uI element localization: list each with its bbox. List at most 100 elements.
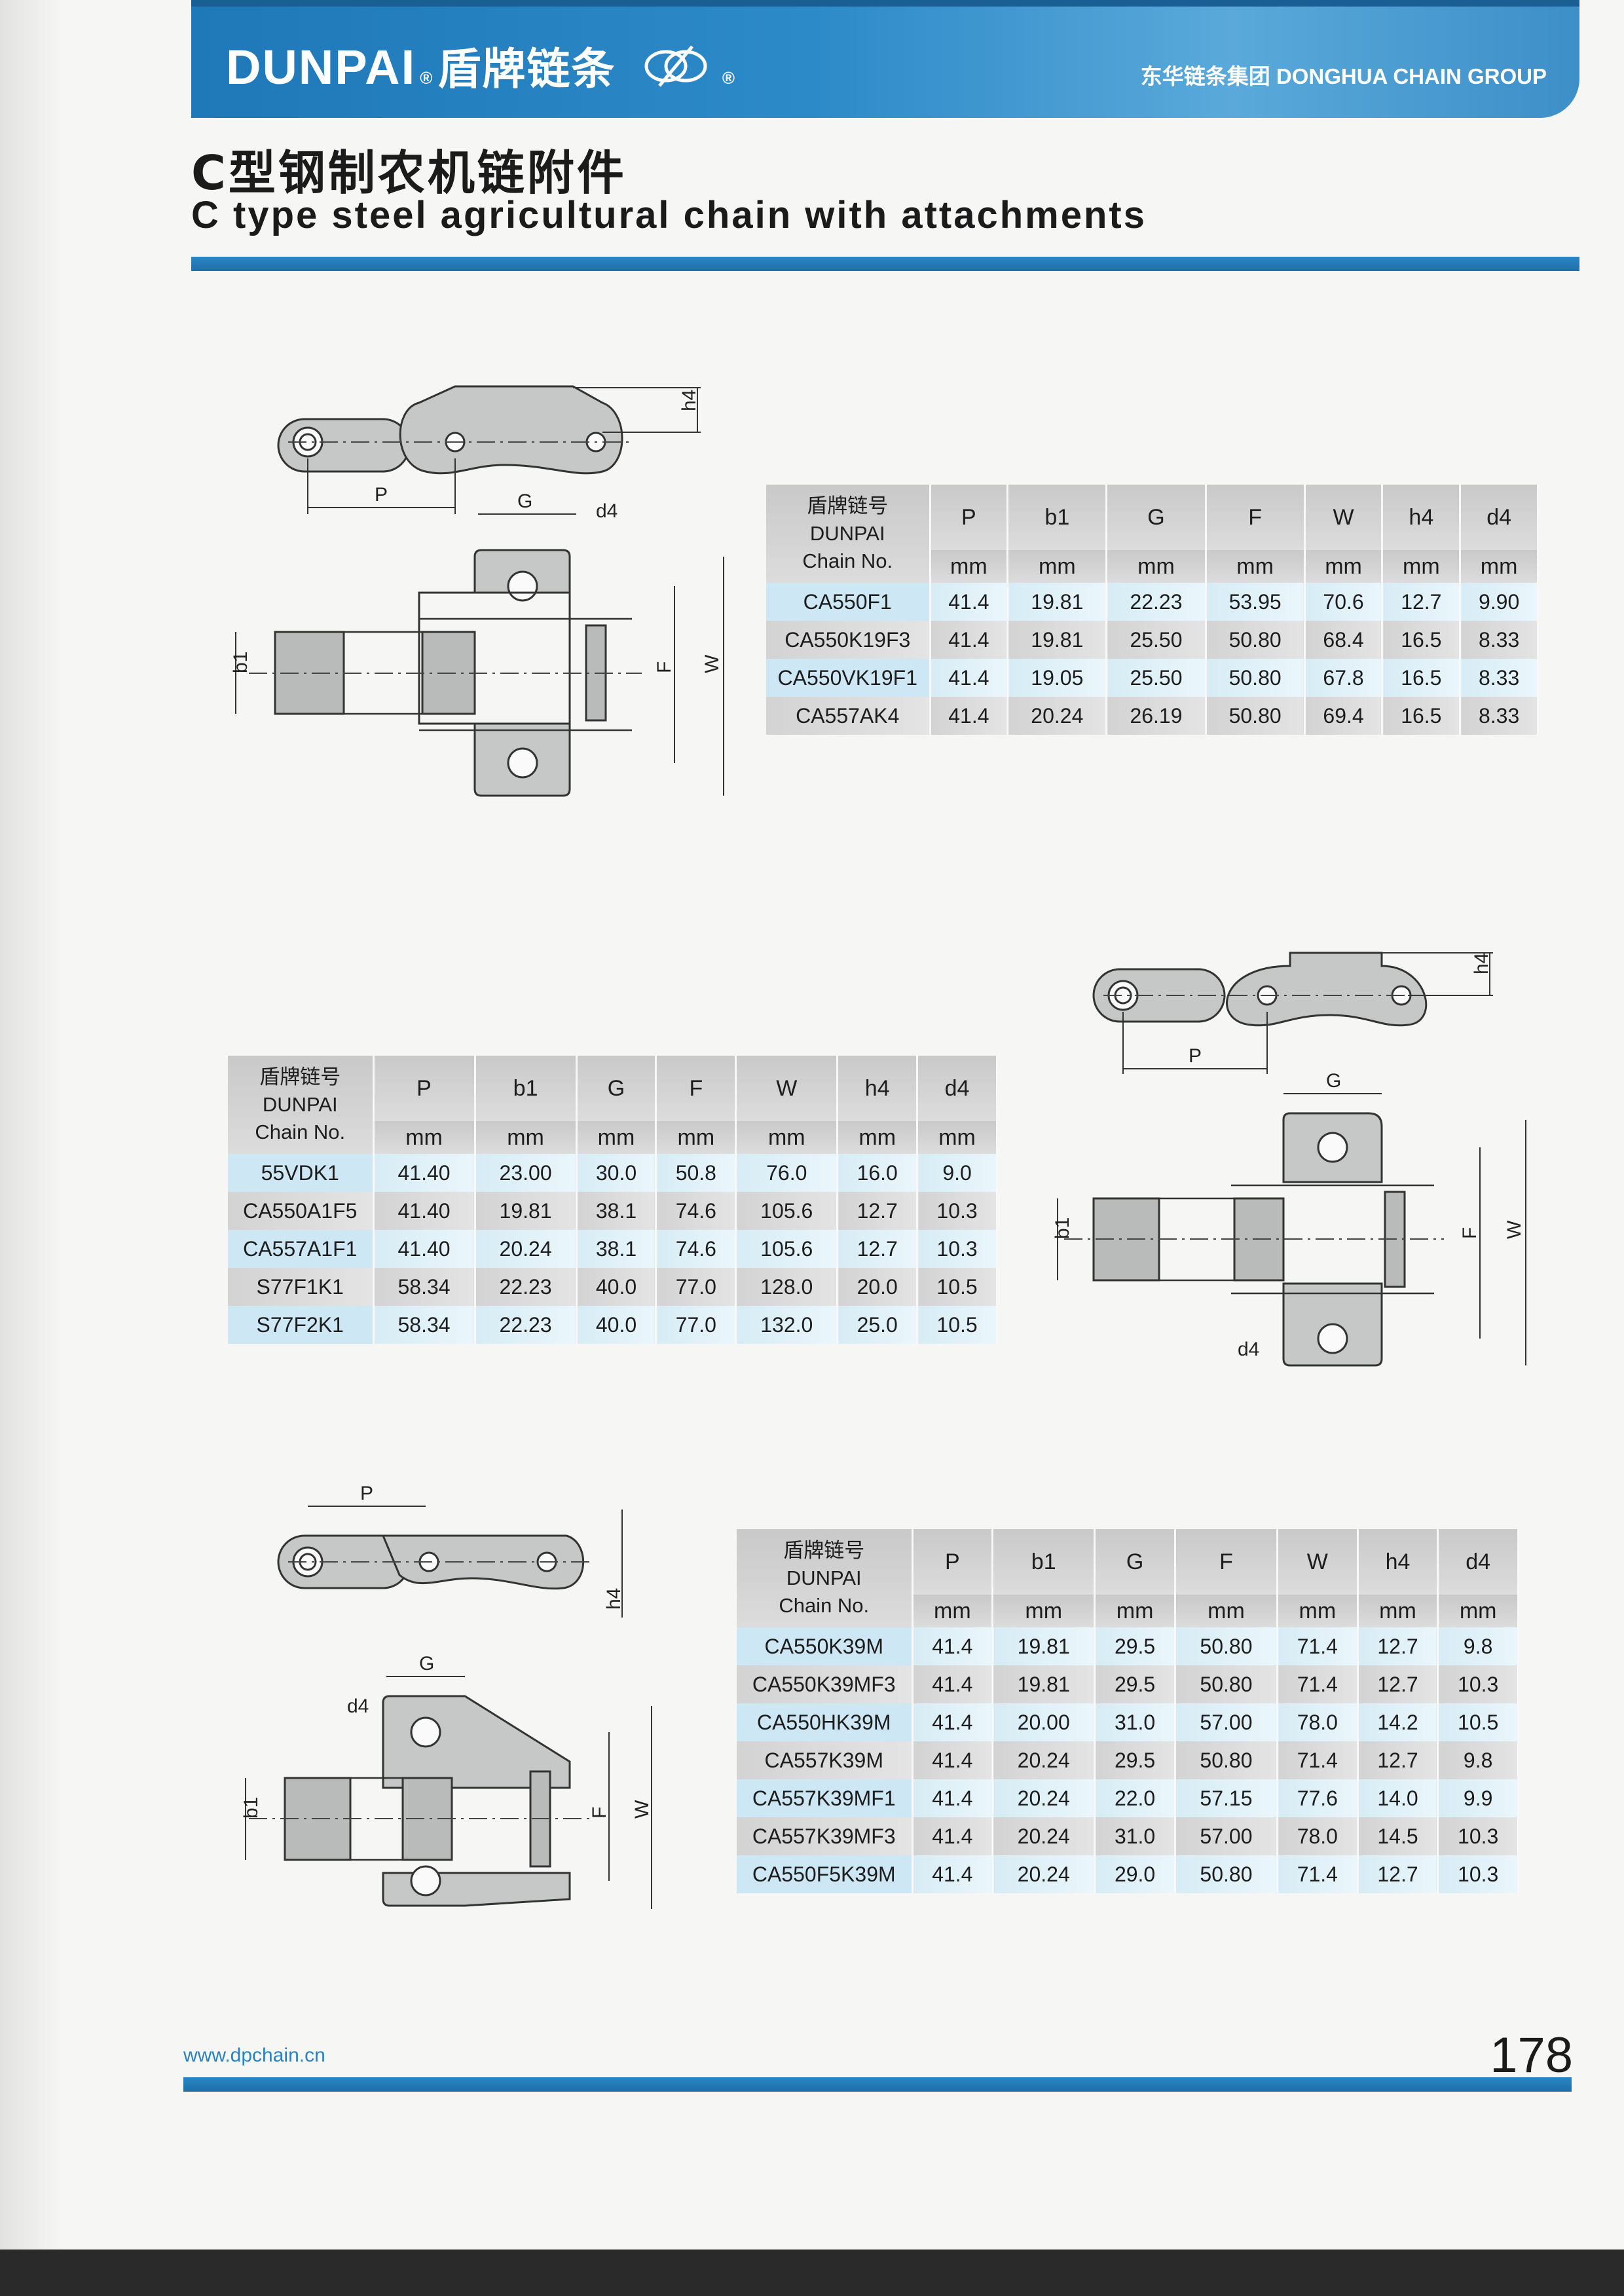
value-cell: 22.23 bbox=[1106, 583, 1207, 621]
value-cell: 68.4 bbox=[1304, 621, 1384, 659]
col-header-g: G bbox=[576, 1056, 657, 1121]
unit-label: mm bbox=[1382, 550, 1462, 583]
value-cell: 38.1 bbox=[576, 1192, 657, 1230]
unit-label: mm bbox=[1437, 1595, 1519, 1627]
col-header-f: F bbox=[1206, 485, 1306, 550]
value-cell: 30.0 bbox=[576, 1154, 657, 1192]
col-header-p: P bbox=[930, 485, 1009, 550]
col-header-g: G bbox=[1106, 485, 1207, 550]
chain-no-cell: CA557K39M bbox=[737, 1741, 913, 1779]
unit-label: mm bbox=[930, 550, 1009, 583]
value-cell: 23.00 bbox=[475, 1154, 578, 1192]
value-cell: 41.4 bbox=[912, 1741, 994, 1779]
col-header-d4: d4 bbox=[917, 1056, 998, 1121]
spec-table-2: 盾牌链号 DUNPAI Chain No. P b1 G F W h4 d4 m… bbox=[228, 1056, 998, 1344]
value-cell: 10.5 bbox=[1437, 1703, 1519, 1741]
value-cell: 50.8 bbox=[655, 1154, 737, 1192]
value-cell: 19.05 bbox=[1007, 659, 1108, 697]
logo-registered-mark: ® bbox=[722, 68, 737, 88]
unit-label: mm bbox=[735, 1121, 839, 1154]
chain-no-cell: CA550F1 bbox=[766, 583, 931, 621]
svg-text:d4: d4 bbox=[347, 1695, 369, 1717]
chain-no-header: 盾牌链号 DUNPAI Chain No. bbox=[228, 1056, 375, 1154]
col-header-w: W bbox=[735, 1056, 839, 1121]
value-cell: 31.0 bbox=[1094, 1817, 1176, 1855]
value-cell: 29.5 bbox=[1094, 1627, 1176, 1665]
value-cell: 50.80 bbox=[1175, 1741, 1279, 1779]
dim-label-w: W bbox=[701, 654, 723, 673]
value-cell: 77.0 bbox=[655, 1268, 737, 1306]
spec-table-3: 盾牌链号 DUNPAI Chain No. P b1 G F W h4 d4 m… bbox=[737, 1529, 1519, 1893]
value-cell: 41.4 bbox=[930, 659, 1009, 697]
value-cell: 50.80 bbox=[1206, 659, 1306, 697]
dim-label-p: P bbox=[375, 484, 388, 506]
value-cell: 8.33 bbox=[1460, 659, 1539, 697]
value-cell: 58.34 bbox=[373, 1306, 476, 1344]
spec-table-1: 盾牌链号 DUNPAI Chain No. P b1 G F W h4 d4 m… bbox=[766, 485, 1539, 735]
dim-label-g: G bbox=[517, 491, 532, 512]
value-cell: 41.4 bbox=[930, 697, 1009, 735]
dim-label-b1: b1 bbox=[230, 652, 251, 673]
svg-text:h4: h4 bbox=[1471, 953, 1492, 974]
value-cell: 58.34 bbox=[373, 1268, 476, 1306]
value-cell: 16.5 bbox=[1382, 697, 1462, 735]
value-cell: 16.5 bbox=[1382, 621, 1462, 659]
unit-label: mm bbox=[576, 1121, 657, 1154]
value-cell: 50.80 bbox=[1206, 697, 1306, 735]
value-cell: 10.5 bbox=[917, 1268, 998, 1306]
value-cell: 22.0 bbox=[1094, 1779, 1176, 1817]
col-header-d4: d4 bbox=[1437, 1529, 1519, 1595]
value-cell: 71.4 bbox=[1277, 1627, 1359, 1665]
svg-text:d4: d4 bbox=[1238, 1339, 1259, 1360]
unit-label: mm bbox=[1094, 1595, 1176, 1627]
svg-text:W: W bbox=[631, 1800, 653, 1819]
value-cell: 12.7 bbox=[1357, 1741, 1439, 1779]
value-cell: 25.50 bbox=[1106, 659, 1207, 697]
value-cell: 78.0 bbox=[1277, 1817, 1359, 1855]
value-cell: 20.00 bbox=[992, 1703, 1096, 1741]
value-cell: 57.15 bbox=[1175, 1779, 1279, 1817]
svg-text:b1: b1 bbox=[1052, 1217, 1073, 1239]
value-cell: 29.5 bbox=[1094, 1665, 1176, 1703]
value-cell: 20.24 bbox=[1007, 697, 1108, 735]
value-cell: 12.7 bbox=[1357, 1627, 1439, 1665]
value-cell: 105.6 bbox=[735, 1230, 839, 1268]
value-cell: 41.4 bbox=[912, 1627, 994, 1665]
page-title-cn: C型钢制农机链附件 bbox=[191, 145, 627, 200]
chain-no-cell: CA550HK39M bbox=[737, 1703, 913, 1741]
value-cell: 20.0 bbox=[837, 1268, 919, 1306]
value-cell: 10.3 bbox=[1437, 1665, 1519, 1703]
brand-name: DUNPAI bbox=[226, 40, 416, 94]
value-cell: 57.00 bbox=[1175, 1817, 1279, 1855]
value-cell: 41.40 bbox=[373, 1230, 476, 1268]
value-cell: 10.5 bbox=[917, 1306, 998, 1344]
unit-label: mm bbox=[1357, 1595, 1439, 1627]
value-cell: 50.80 bbox=[1175, 1665, 1279, 1703]
chain-drawing-3: P h4 G d4 b1 F W bbox=[240, 1483, 653, 1909]
col-header-b1: b1 bbox=[992, 1529, 1096, 1595]
value-cell: 41.4 bbox=[930, 583, 1009, 621]
footer-url[interactable]: www.dpchain.cn bbox=[183, 2045, 325, 2066]
col-header-f: F bbox=[1175, 1529, 1279, 1595]
scan-edge-shadow bbox=[0, 0, 62, 2296]
col-header-h4: h4 bbox=[1357, 1529, 1439, 1595]
svg-text:b1: b1 bbox=[240, 1797, 262, 1819]
unit-label: mm bbox=[992, 1595, 1096, 1627]
footer-divider bbox=[183, 2077, 1572, 2092]
col-header-w: W bbox=[1304, 485, 1384, 550]
value-cell: 10.3 bbox=[917, 1230, 998, 1268]
chain-no-cell: CA557K39MF1 bbox=[737, 1779, 913, 1817]
value-cell: 41.4 bbox=[912, 1665, 994, 1703]
col-header-p: P bbox=[373, 1056, 476, 1121]
chain-no-cell: CA550K39M bbox=[737, 1627, 913, 1665]
value-cell: 71.4 bbox=[1277, 1855, 1359, 1893]
unit-label: mm bbox=[1206, 550, 1306, 583]
value-cell: 9.8 bbox=[1437, 1627, 1519, 1665]
chain-drawing-2: h4 P G b1 F W d4 bbox=[1052, 952, 1526, 1367]
